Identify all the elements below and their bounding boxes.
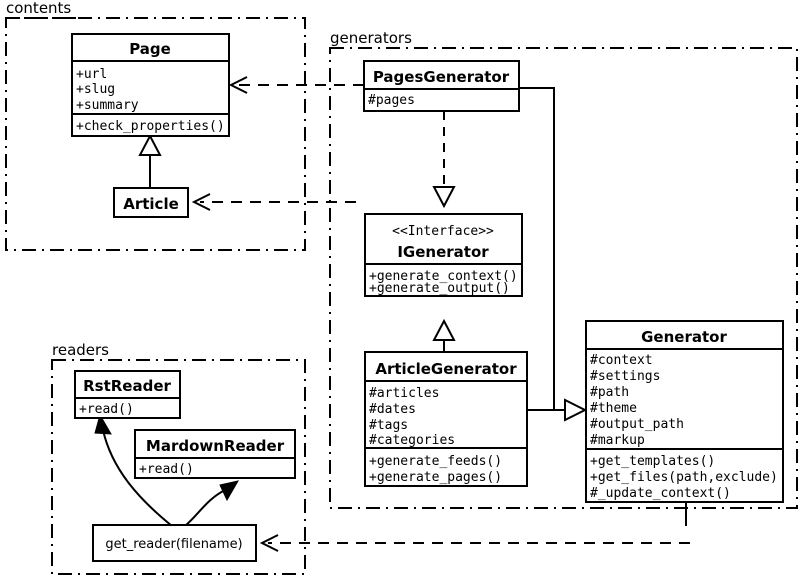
class-mardown-reader-method-read: +read() (139, 462, 194, 477)
filled-arrow-icon (219, 480, 240, 502)
class-article-generator-box[interactable] (364, 351, 528, 487)
class-article-generator-attribute-tags: #tags (369, 418, 408, 433)
class-generator-attribute-settings: #settings (590, 369, 660, 384)
return-curve (102, 429, 173, 527)
class-generator-attribute-context: #context (590, 353, 653, 368)
class-page-attribute-slug: +slug (76, 82, 115, 97)
relation-generator-uses-get-reader (259, 502, 690, 552)
class-generator-method-get-files: +get_files(path,exclude) (590, 470, 778, 485)
class-mardown-reader-name: MardownReader (146, 437, 285, 455)
function-get-reader-box[interactable] (92, 524, 257, 562)
class-page-name: Page (129, 40, 171, 58)
class-generator-attribute-output-path: #output_path (590, 417, 684, 432)
hollow-triangle-icon (564, 398, 588, 422)
filled-arrow-icon (94, 413, 112, 435)
class-article-generator[interactable]: ArticleGenerator #articles #dates #tags … (364, 351, 528, 487)
class-generator-method-get-templates: +get_templates() (590, 454, 715, 469)
generalization-line-pagesgenerator (519, 87, 555, 410)
package-contents-frame (5, 17, 306, 251)
class-generator-method-update-context: #_update_context() (590, 486, 731, 501)
package-generators-label: generators (330, 29, 412, 47)
class-page-box[interactable] (71, 33, 230, 137)
class-rst-reader-box[interactable] (74, 370, 181, 419)
relation-article-inherits-page (138, 133, 162, 188)
class-pages-generator-attribute-pages: #pages (368, 93, 415, 108)
class-generator[interactable]: Generator #context #settings #path #them… (585, 320, 784, 503)
class-article-generator-attribute-articles: #articles (369, 386, 439, 401)
class-article-generator-method-generate-pages: +generate_pages() (369, 470, 502, 485)
hollow-triangle-icon (138, 133, 162, 156)
relation-generators-uses-article (191, 193, 356, 211)
class-pages-generator-box[interactable] (363, 60, 520, 112)
open-arrow-icon (259, 534, 279, 552)
relation-get-reader-returns-rstreader (94, 413, 173, 527)
package-readers: readers (51, 341, 306, 575)
class-rst-reader-name: RstReader (83, 377, 171, 395)
class-article[interactable]: Article (113, 187, 189, 218)
class-igenerator[interactable]: <<Interface>> IGenerator +generate_conte… (364, 213, 523, 297)
package-contents: contents (5, 0, 306, 251)
class-generator-attribute-markup: #markup (590, 433, 645, 448)
relation-get-reader-returns-mardownreader (184, 480, 240, 527)
class-article-generator-attribute-categories: #categories (369, 433, 455, 448)
package-readers-frame (51, 359, 306, 575)
open-arrow-icon (191, 193, 211, 211)
relation-pagesgenerator-realizes-igenerator (432, 111, 456, 209)
class-page-attribute-summary: +summary (76, 98, 139, 113)
class-page-attribute-url: +url (76, 67, 107, 82)
class-page-method-check-properties: +check_properties() (76, 119, 225, 134)
class-igenerator-stereotype: <<Interface>> (392, 224, 494, 239)
class-generator-attribute-theme: #theme (590, 401, 637, 416)
class-rst-reader-method-read: +read() (79, 402, 134, 417)
return-curve (184, 489, 226, 527)
class-article-name: Article (123, 195, 179, 213)
open-arrow-icon (228, 76, 248, 94)
class-igenerator-name: IGenerator (397, 243, 489, 261)
class-mardown-reader[interactable]: MardownReader +read() (134, 429, 296, 479)
function-get-reader[interactable]: get_reader(filename) (92, 524, 257, 562)
package-readers-label: readers (52, 341, 109, 359)
class-generator-box[interactable] (585, 320, 784, 503)
relation-generators-extend-generator (519, 87, 588, 422)
class-generator-attribute-path: #path (590, 385, 629, 400)
class-igenerator-box[interactable] (364, 213, 523, 297)
class-rst-reader[interactable]: RstReader +read() (74, 370, 181, 419)
hollow-triangle-icon (432, 318, 456, 341)
relation-articlegenerator-realizes-igenerator (432, 318, 456, 352)
package-generators: generators (329, 29, 798, 509)
class-generator-name: Generator (641, 328, 727, 346)
class-igenerator-method-generate-output: +generate_output() (369, 281, 510, 296)
class-mardown-reader-box[interactable] (134, 429, 296, 479)
class-pages-generator[interactable]: PagesGenerator #pages (363, 60, 520, 112)
package-generators-frame (329, 47, 798, 509)
class-pages-generator-name: PagesGenerator (373, 68, 510, 86)
class-article-box[interactable] (113, 187, 189, 218)
class-page[interactable]: Page +url +slug +summary +check_properti… (71, 33, 230, 137)
class-article-generator-method-generate-feeds: +generate_feeds() (369, 454, 502, 469)
function-get-reader-label: get_reader(filename) (105, 537, 242, 552)
class-article-generator-attribute-dates: #dates (369, 402, 416, 417)
class-article-generator-name: ArticleGenerator (375, 360, 517, 378)
hollow-triangle-icon (432, 186, 456, 209)
class-igenerator-method-generate-context: +generate_context() (369, 269, 518, 284)
package-contents-label: contents (6, 0, 71, 17)
relation-pagesgenerator-uses-page (228, 76, 364, 94)
